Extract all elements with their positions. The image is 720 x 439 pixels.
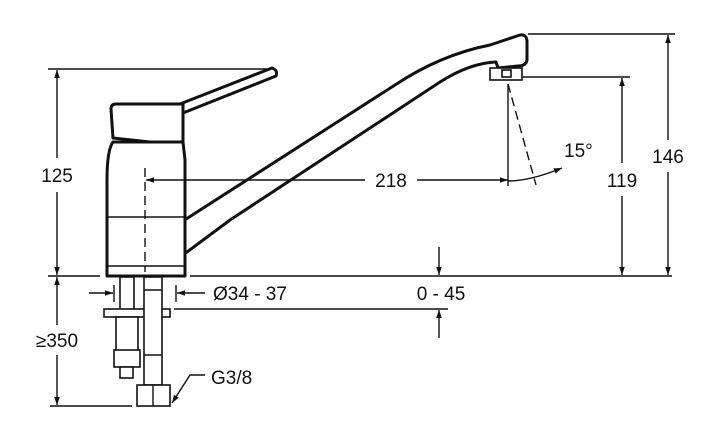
dim-lever-height: 125 <box>41 166 73 187</box>
callout-thread: G3/8 <box>171 368 252 404</box>
dimension-218: 218 <box>146 171 508 192</box>
dimension-125: 125 <box>41 70 73 275</box>
dim-deck-thickness: 0 - 45 <box>417 284 466 305</box>
mounting-hardware <box>103 276 171 407</box>
dimension-350: ≥350 <box>36 277 78 405</box>
dim-total-height: 146 <box>652 147 684 168</box>
dimension-deck-thickness: 0 - 45 <box>417 247 466 338</box>
faucet-outline <box>105 33 529 278</box>
supply-hose <box>143 276 163 386</box>
dim-swivel-angle: 15° <box>564 141 593 162</box>
dimension-146: 146 <box>652 35 684 275</box>
callout-connection-thread: G3/8 <box>211 368 252 389</box>
extension-lines <box>48 33 675 407</box>
dim-hole-diameter: Ø34 - 37 <box>213 284 287 305</box>
dim-hose-length: ≥350 <box>36 331 78 352</box>
dim-spout-height: 119 <box>607 171 637 192</box>
dim-spout-reach: 218 <box>375 171 407 192</box>
dimension-hole-diameter: Ø34 - 37 <box>89 284 287 305</box>
dimension-15deg: 15° <box>507 83 593 186</box>
dimension-119: 119 <box>607 78 637 275</box>
